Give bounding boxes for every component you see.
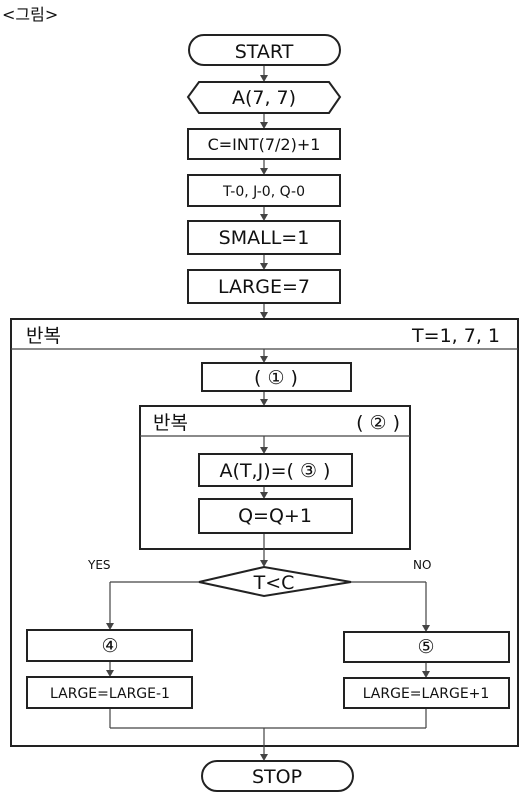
inner-loop-range: ( ② ) [356, 412, 400, 434]
stop-label: STOP [252, 766, 302, 788]
decision-label: T<C [253, 572, 295, 594]
large-dec-label: LARGE=LARGE-1 [50, 686, 170, 702]
start-label: START [235, 41, 294, 63]
large-inc-label: LARGE=LARGE+1 [363, 686, 490, 702]
blank5-box [343, 631, 510, 663]
outer-loop-label: 반복 [26, 325, 61, 347]
init-vars-label: T-0, J-0, Q-0 [222, 184, 305, 200]
connectors-outer [260, 349, 268, 406]
large-init-box [187, 269, 341, 304]
init-vars-box [187, 174, 341, 207]
assign-label: A(T,J)=( ③ ) [220, 460, 331, 482]
input-label: A(7, 7) [232, 87, 296, 109]
large-inc-box [343, 677, 510, 709]
small-init-label: SMALL=1 [219, 227, 310, 249]
blank4-box [26, 629, 193, 662]
blank5-label: ⑤ [417, 636, 434, 658]
blank4-label: ④ [101, 635, 118, 657]
large-init-label: LARGE=7 [218, 276, 310, 298]
start-terminator [188, 34, 341, 66]
blank1-box [201, 362, 352, 392]
increment-q-box [198, 498, 353, 534]
no-label: NO [413, 558, 431, 572]
large-dec-box [26, 676, 193, 709]
compute-c-label: C=INT(7/2)+1 [208, 135, 321, 154]
yes-label: YES [87, 558, 111, 572]
stop-terminator [201, 760, 354, 792]
input-hexagon [186, 81, 342, 114]
small-init-box [187, 220, 341, 255]
blank1-label: ( ① ) [254, 367, 298, 389]
compute-c-box [187, 128, 341, 160]
figure-caption: <그림> [2, 5, 58, 24]
connectors-inner [260, 436, 268, 567]
connectors-top [260, 64, 268, 319]
increment-q-label: Q=Q+1 [238, 505, 312, 527]
outer-loop-range: T=1, 7, 1 [411, 325, 500, 347]
assign-box [198, 453, 353, 487]
connectors-branches [106, 581, 430, 761]
inner-loop-label: 반복 [153, 412, 188, 434]
